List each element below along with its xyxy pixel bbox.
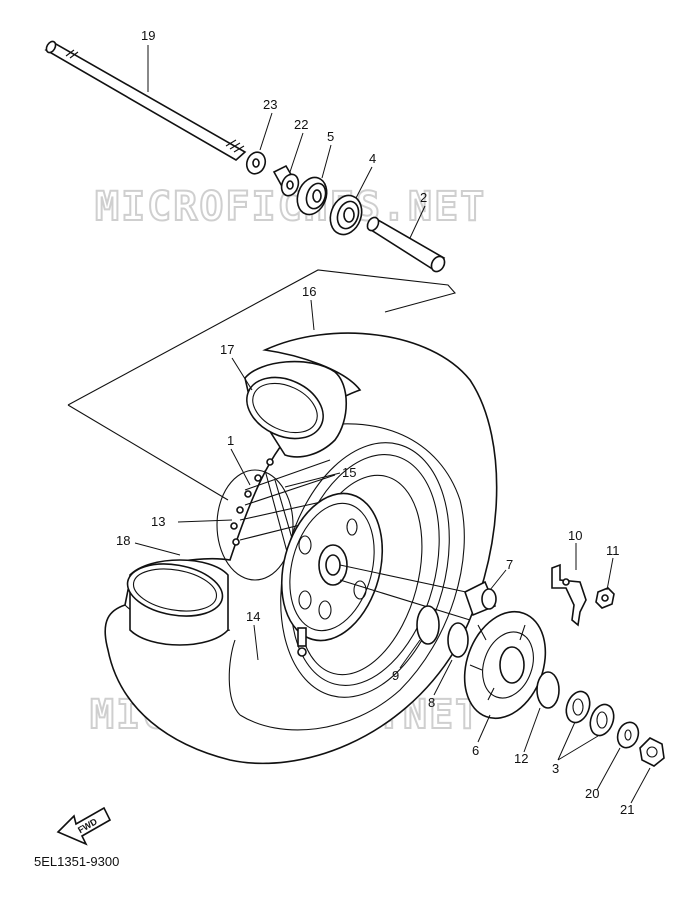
tire-bracket-frame — [67, 269, 456, 406]
callout-12: 12 — [514, 751, 528, 766]
callout-2: 2 — [420, 190, 427, 205]
gear-unit-part-6 — [463, 610, 547, 720]
axle-nut-part-21 — [639, 737, 665, 767]
callout-19: 19 — [141, 28, 155, 43]
callout-23: 23 — [263, 97, 277, 112]
collar-part-22 — [272, 164, 300, 197]
callout-labels: 19 23 22 5 4 2 16 17 1 15 13 18 14 10 11… — [116, 28, 634, 817]
callout-21: 21 — [620, 802, 634, 817]
oring-part-9 — [416, 605, 440, 645]
callout-22: 22 — [294, 117, 308, 132]
callout-11: 11 — [606, 543, 620, 558]
hub-spokes-part-1 — [216, 458, 336, 601]
callout-20: 20 — [585, 786, 599, 801]
washer-part-23 — [245, 151, 267, 175]
callout-8: 8 — [428, 695, 435, 710]
seal-part-5 — [296, 176, 328, 216]
valve-part-14 — [297, 627, 307, 657]
tube-part-18 — [126, 559, 229, 646]
axle-part-19 — [44, 40, 247, 161]
callout-4: 4 — [369, 151, 376, 166]
callout-6: 6 — [472, 743, 479, 758]
callout-16: 16 — [302, 284, 316, 299]
callout-10: 10 — [568, 528, 582, 543]
nut-part-11 — [595, 587, 615, 609]
diagram-code: 5EL1351-9300 — [34, 854, 119, 869]
bracket-part-10 — [551, 563, 587, 627]
fwd-arrow-icon: FWD — [56, 806, 112, 846]
tube-part-17 — [244, 360, 347, 458]
oring-part-8 — [447, 622, 469, 658]
washer-part-20 — [616, 721, 640, 749]
callout-17: 17 — [220, 342, 234, 357]
callout-3: 3 — [552, 761, 559, 776]
callout-9: 9 — [392, 668, 399, 683]
callout-14: 14 — [246, 609, 260, 624]
callout-15: 15 — [342, 465, 356, 480]
callout-7: 7 — [506, 557, 513, 572]
callout-18: 18 — [116, 533, 130, 548]
callout-13: 13 — [151, 514, 165, 529]
oring-part-12 — [536, 671, 560, 709]
callout-5: 5 — [327, 129, 334, 144]
tire-bracket-frame-lower — [67, 404, 229, 501]
collar-part-7 — [464, 580, 497, 617]
bearings-part-3 — [565, 690, 615, 737]
brake-disc — [280, 492, 481, 642]
callout-1: 1 — [227, 433, 234, 448]
spacer-part-2 — [366, 216, 446, 273]
leader-lines — [134, 45, 651, 804]
bearing-part-4 — [329, 194, 363, 236]
